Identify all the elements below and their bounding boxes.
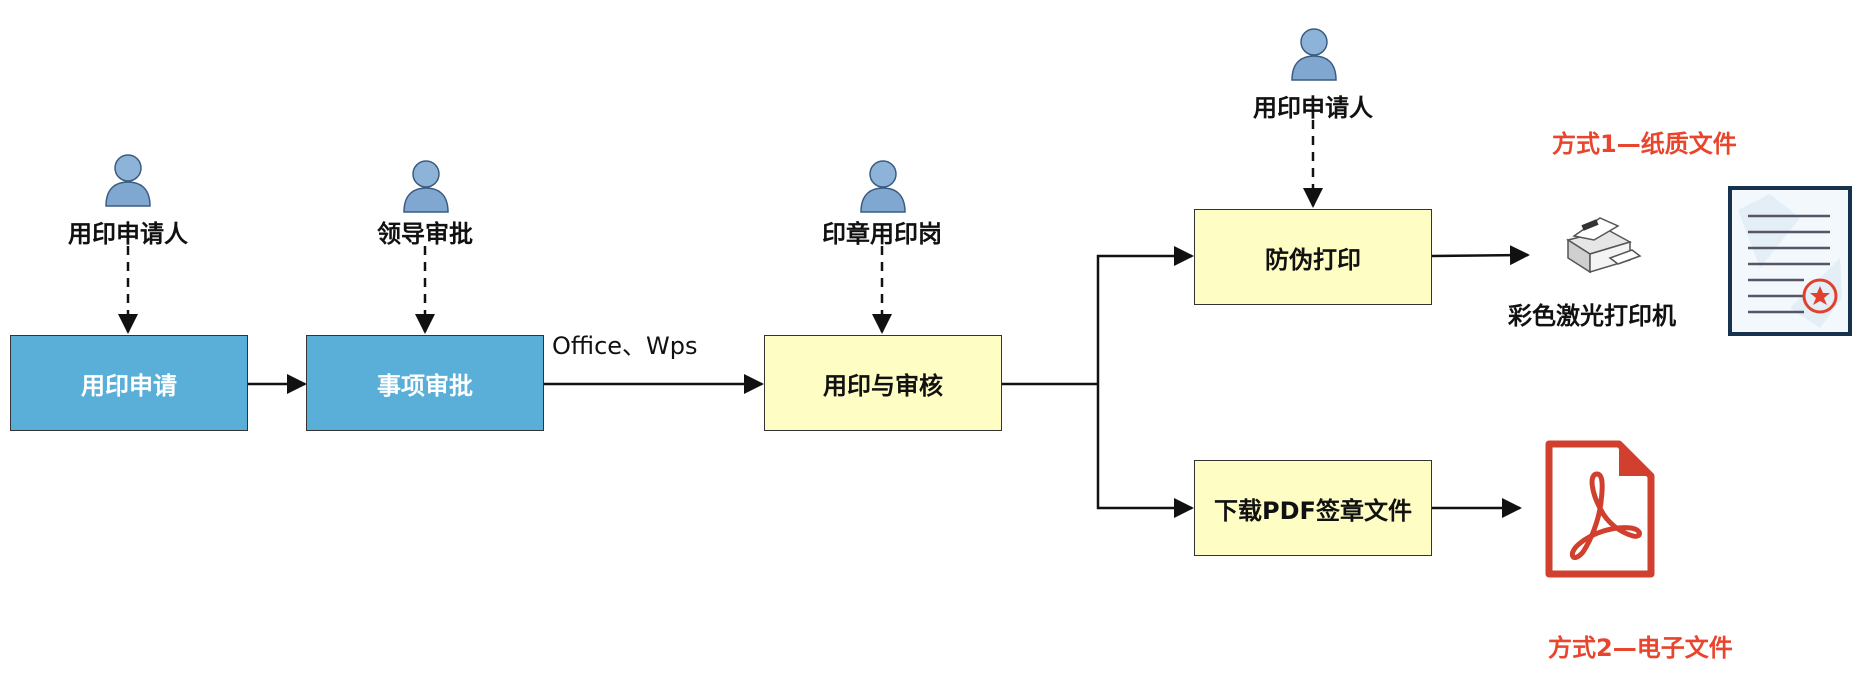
person-icon [860, 160, 906, 213]
pdf-file-icon [1545, 440, 1655, 578]
person-icon [105, 154, 151, 207]
role-leader: 领导审批 [377, 220, 473, 248]
printer-label: 彩色激光打印机 [1508, 302, 1676, 330]
role-seal-keeper: 印章用印岗 [822, 220, 942, 248]
arrow-to-anti-fake [1096, 246, 1194, 384]
certificate-icon [1728, 186, 1852, 336]
step-apply: 用印申请 [10, 335, 248, 431]
step-download-pdf: 下载PDF签章文件 [1194, 460, 1432, 556]
edge-label-office-wps: Office、Wps [552, 332, 698, 360]
method-paper: 方式1—纸质文件 [1552, 130, 1737, 158]
arrow-to-printer [1431, 245, 1530, 266]
step-approve: 事项审批 [306, 335, 544, 431]
role-applicant-print: 用印申请人 [1253, 94, 1373, 122]
printer-icon [1566, 217, 1642, 274]
role-applicant: 用印申请人 [68, 220, 188, 248]
person-icon [403, 160, 449, 213]
person-icon [1291, 28, 1337, 81]
arrow-to-download [1096, 384, 1194, 518]
step-review: 用印与审核 [764, 335, 1002, 431]
method-electronic: 方式2—电子文件 [1548, 634, 1733, 662]
step-anti-fake-print: 防伪打印 [1194, 209, 1432, 305]
